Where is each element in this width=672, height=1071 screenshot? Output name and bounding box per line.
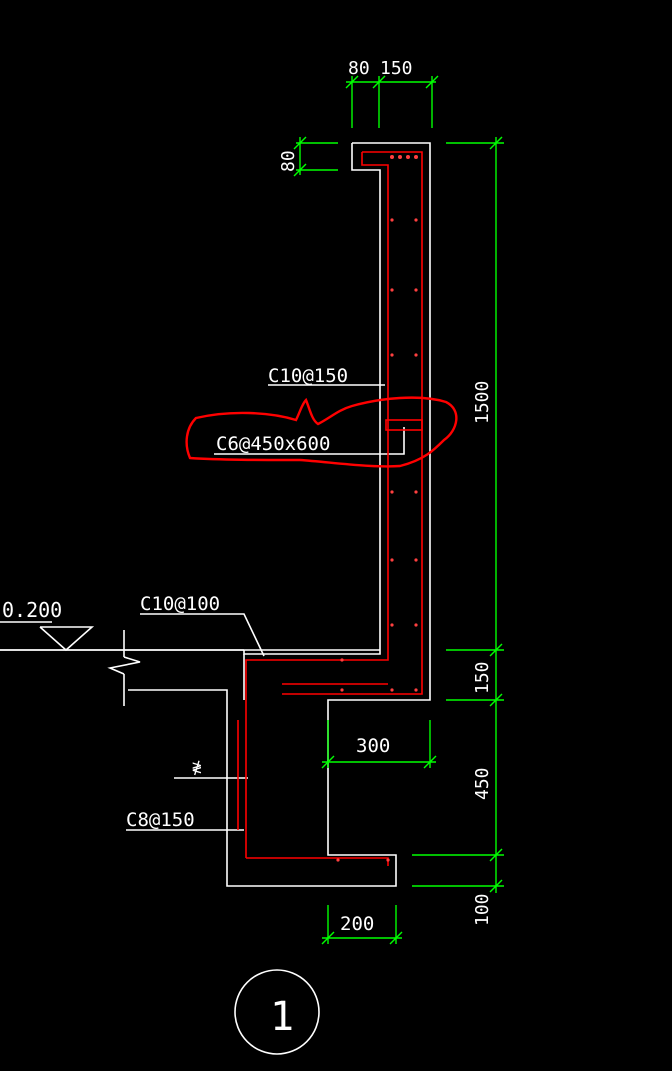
rebar-outer-vertical	[282, 151, 423, 695]
dim-bottom-width-200: 200	[340, 913, 374, 935]
section-circle	[234, 969, 320, 1055]
concrete-outline	[0, 142, 431, 1055]
outline-upper-wall	[128, 142, 431, 887]
dim-top-left-80: 80	[348, 58, 370, 79]
dim-bottom-100: 100	[472, 893, 493, 926]
dimension-lines	[293, 75, 504, 945]
dimension-texts: 80 150 80 1500 150 450 100 300 200	[278, 58, 493, 935]
dim-top-right-150: 150	[380, 58, 413, 79]
dim-lower-450: 450	[472, 767, 493, 800]
label-c6-450x600: C6@450x600	[216, 433, 330, 455]
rebar-group	[237, 151, 423, 866]
leader-c10-100	[140, 613, 265, 657]
label-c10-100: C10@100	[140, 593, 220, 615]
dim-slab-150: 150	[472, 661, 493, 694]
dim-lower-width-300: 300	[356, 735, 390, 757]
label-c8-150: C8@150	[126, 809, 195, 831]
rebar-dots	[336, 155, 418, 862]
break-mark-symbol: ≹	[192, 757, 202, 776]
rebar-labels: C10@150 C6@450x600 C10@100 C8@150 0.200 …	[2, 365, 348, 1040]
section-number: 1	[270, 994, 294, 1040]
label-c10-150: C10@150	[268, 365, 348, 387]
break-line-zigzag	[107, 656, 141, 675]
label-elevation: 0.200	[2, 598, 62, 622]
outline-inner-wall	[243, 143, 381, 655]
rebar-tie-box	[385, 419, 423, 431]
dim-wall-1500: 1500	[472, 381, 493, 424]
rebar-inner-vertical	[245, 152, 389, 858]
leader-c6	[214, 427, 405, 455]
markup-circle	[185, 396, 458, 468]
level-triangle	[39, 626, 95, 652]
dim-top-lip-80: 80	[278, 150, 299, 172]
rebar-lower	[246, 857, 389, 866]
